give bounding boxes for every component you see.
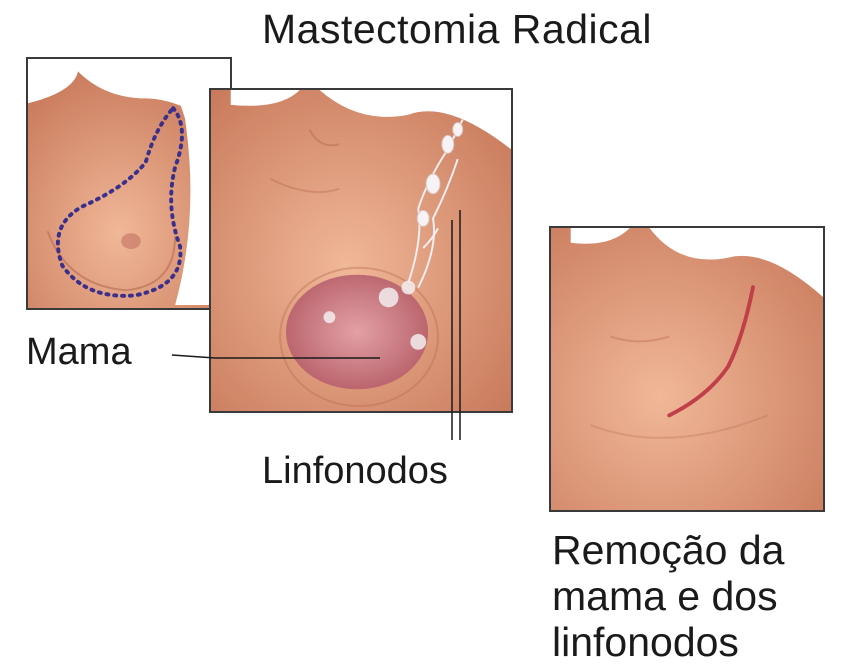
removal-caption: Remoção da mama e dos linfonodos [552,527,842,665]
removal-caption-line-2: mama e dos [552,573,842,619]
diagram-title: Mastectomia Radical [262,6,652,53]
breast-label: Mama [26,333,132,371]
panel-breast-outline [26,57,232,310]
breast-outline-illustration [28,59,230,308]
removal-caption-line-3: linfonodos [552,619,842,665]
removal-caption-line-1: Remoção da [552,527,842,573]
panel-post-surgery [549,226,825,512]
breast-lymph-illustration [211,90,511,411]
lymph-nodes-label: Linfonodos [262,452,448,490]
panel-breast-lymph-nodes [209,88,513,413]
post-surgery-illustration [551,228,823,510]
